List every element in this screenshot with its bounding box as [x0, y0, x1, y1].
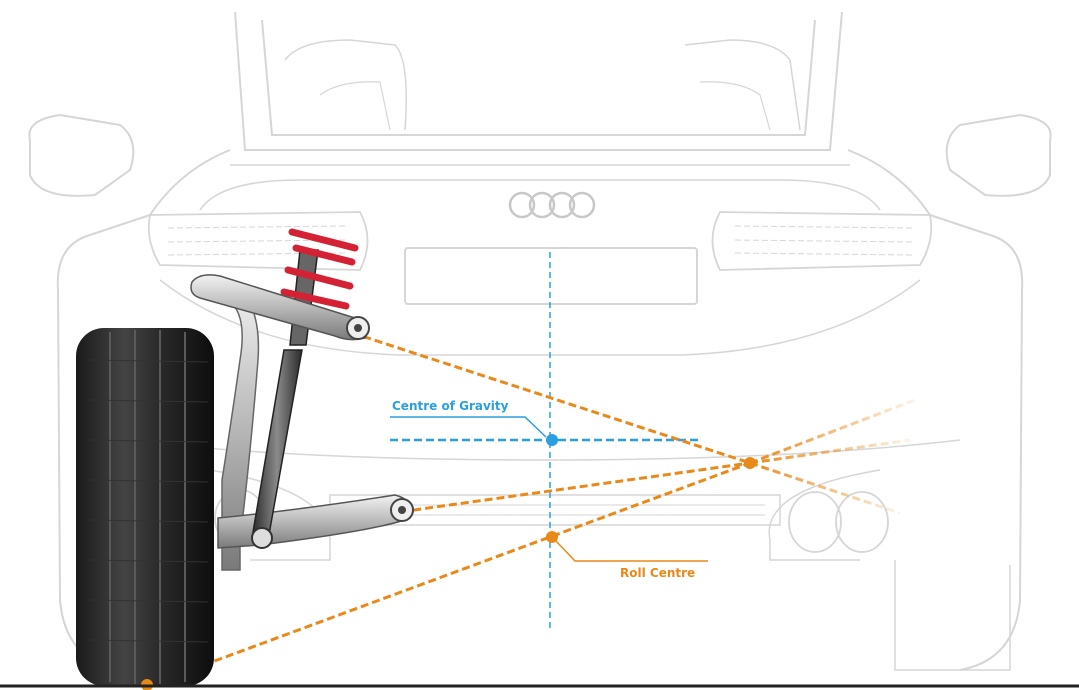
roll-centre-point — [546, 531, 558, 543]
centre-of-gravity-point — [546, 434, 558, 446]
four-rings-logo-icon — [508, 191, 596, 219]
coil-spring — [274, 228, 359, 334]
cog-leader — [390, 416, 547, 438]
instant-centre-point — [744, 457, 756, 469]
tyre — [76, 328, 214, 686]
roll-centre-label: Roll Centre — [620, 566, 695, 580]
upper-wishbone — [190, 274, 370, 341]
lower-wishbone — [217, 494, 414, 549]
roll-centre-leader — [555, 540, 708, 562]
centre-of-gravity-label: Centre of Gravity — [392, 399, 509, 413]
